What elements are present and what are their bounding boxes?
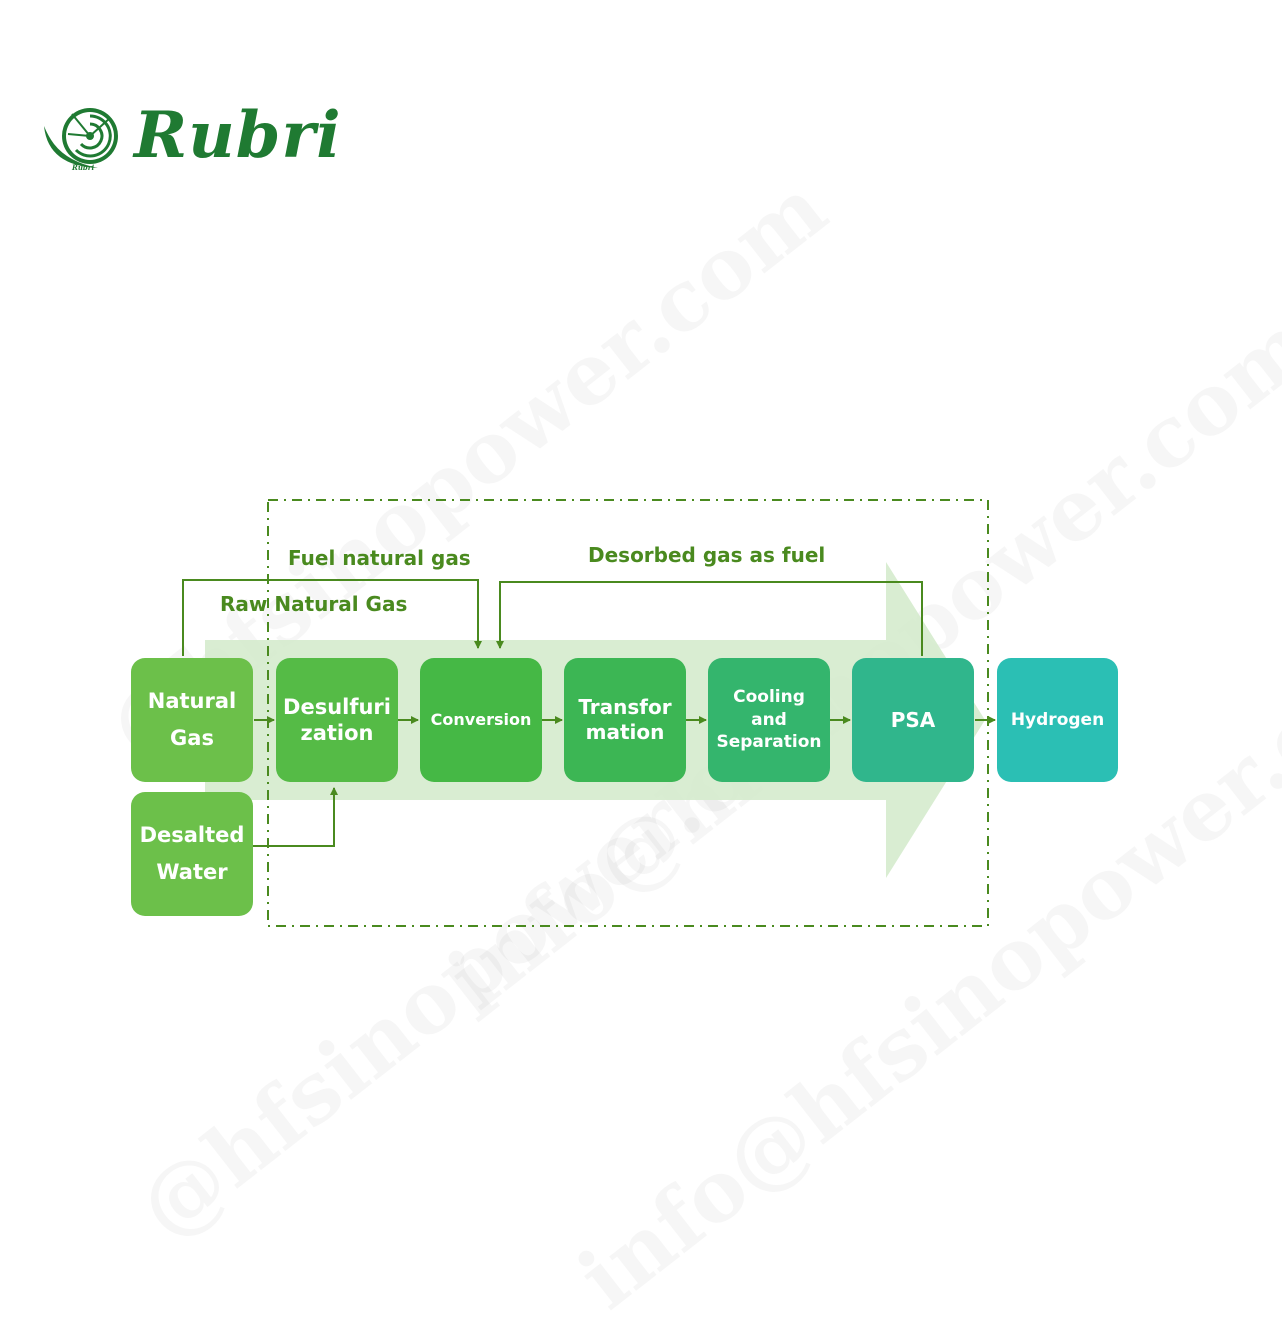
node-desalted-water: Desalted Water [131,792,253,916]
node-hydrogen: Hydrogen [997,658,1118,782]
label-raw-natural-gas: Raw Natural Gas [220,592,408,616]
arrow-fuel-natural-gas [182,579,482,656]
node-cooling-separation: Cooling and Separation [708,658,830,782]
node-transformation: Transfor mation [564,658,686,782]
arrow-desorbed-gas [496,581,923,656]
node-natural-gas: Natural Gas [131,658,253,782]
node-psa: PSA [852,658,974,782]
logo-mini-text: Rubri [71,163,94,172]
system-boundary [267,499,989,927]
nautilus-shell-icon: Rubri [44,108,118,172]
label-fuel-natural-gas: Fuel natural gas [288,546,471,570]
arrow-desalted-water [252,787,338,847]
process-diagram [182,499,996,927]
brand-name: Rubri [134,98,342,173]
node-desulfurization: Desulfuri zation [276,658,398,782]
node-conversion: Conversion [420,658,542,782]
label-desorbed-gas: Desorbed gas as fuel [588,543,826,567]
